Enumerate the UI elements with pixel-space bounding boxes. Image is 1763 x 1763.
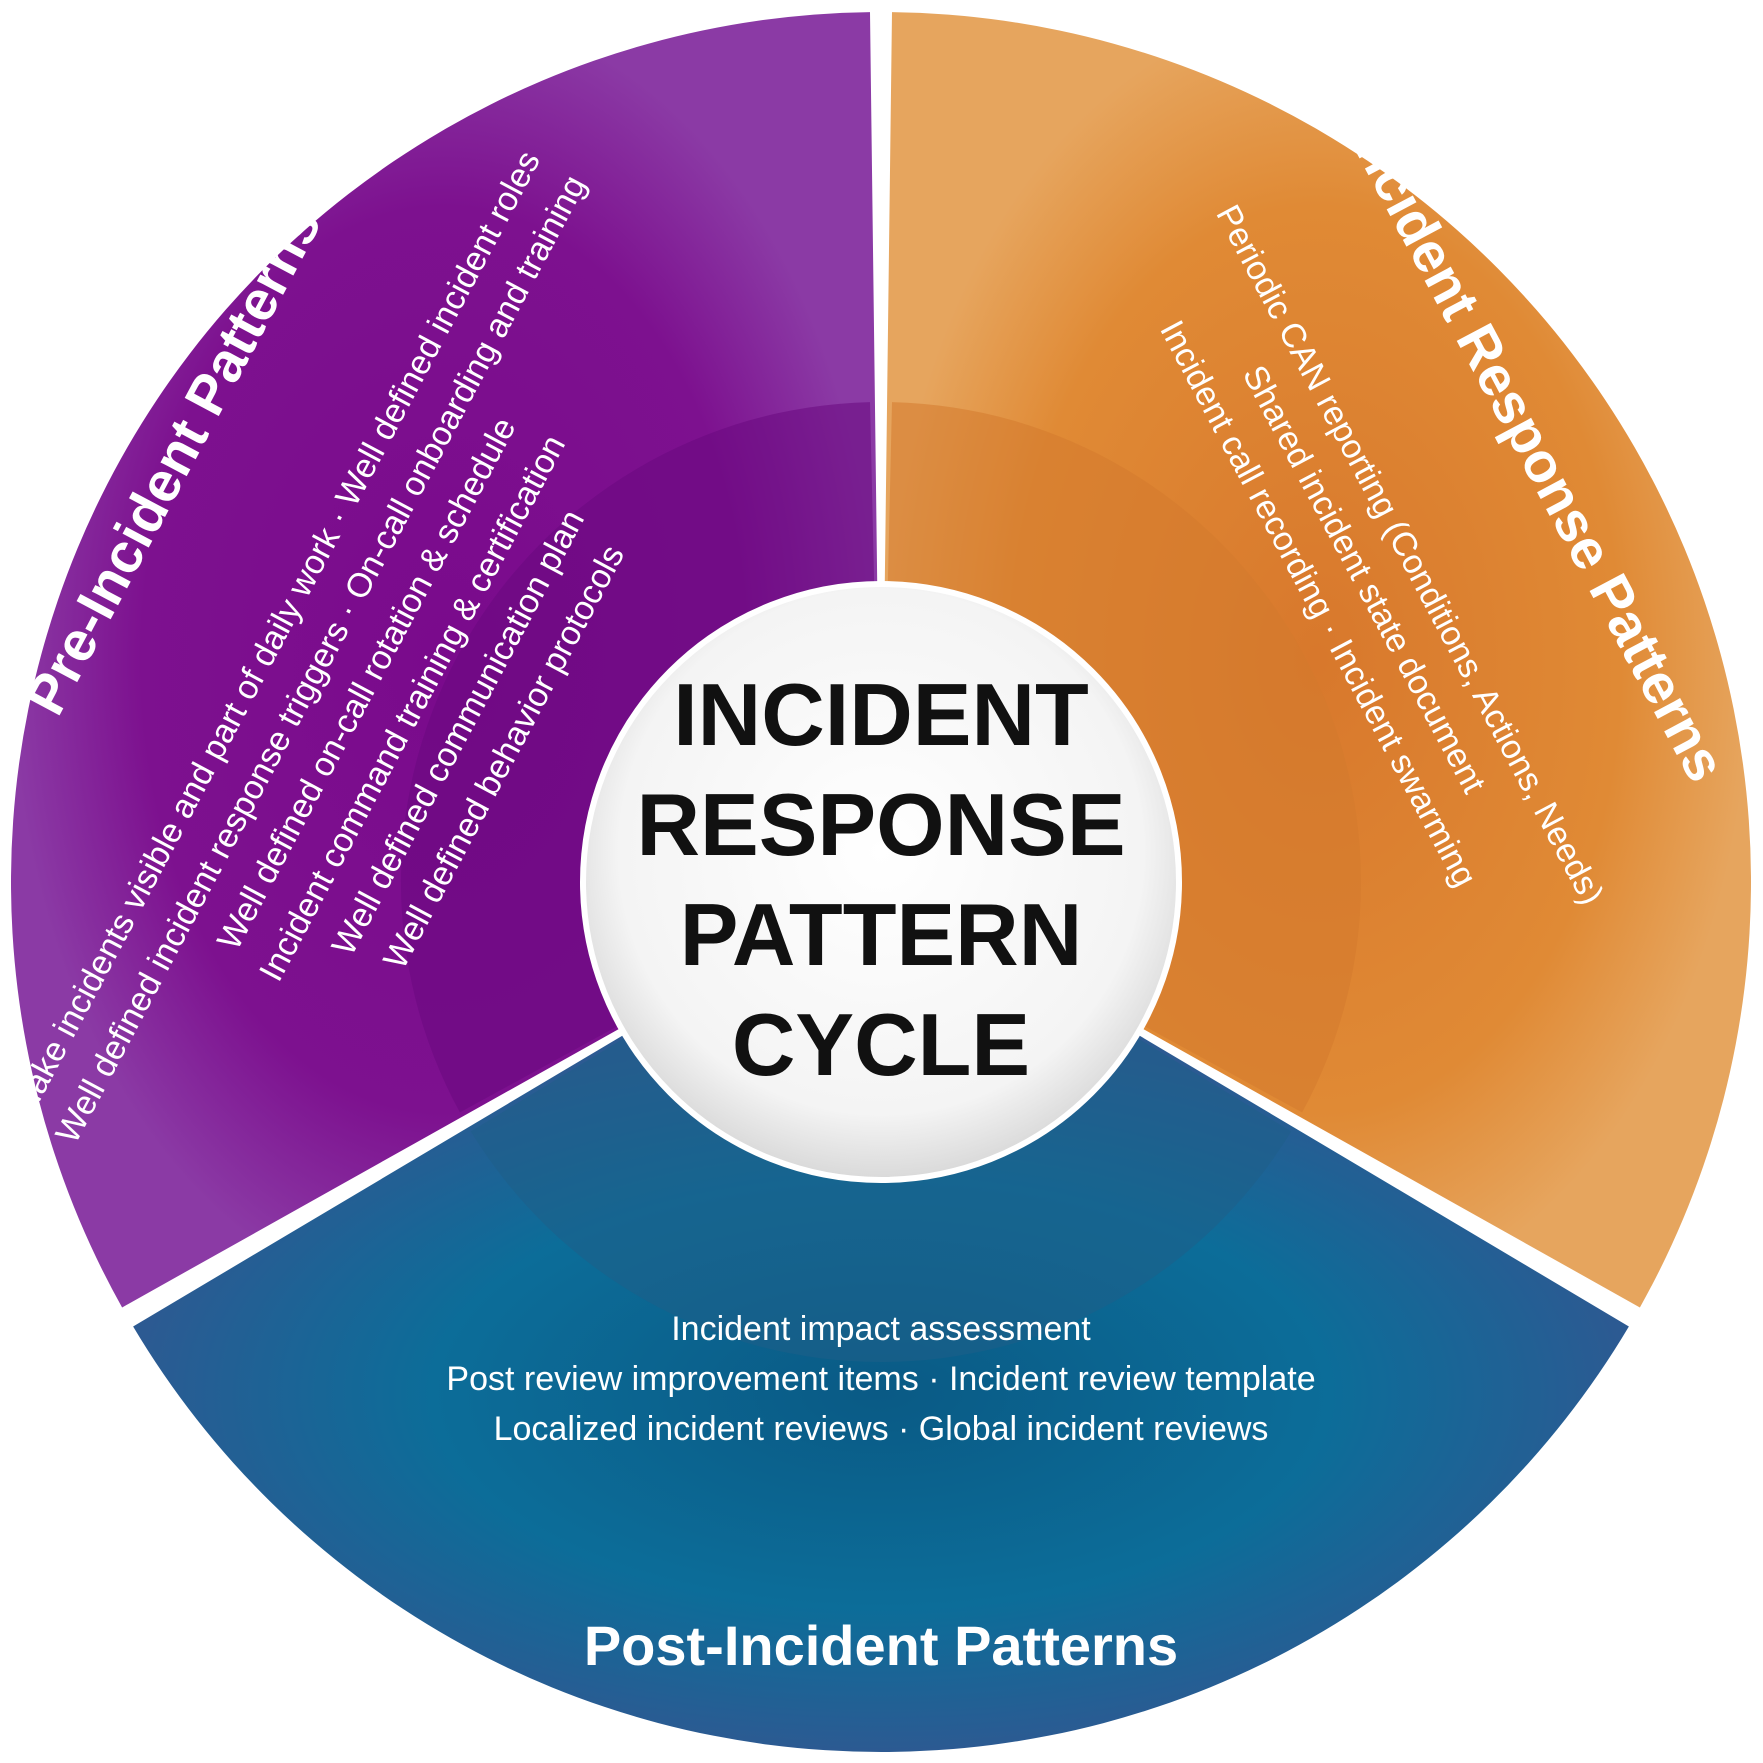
pre-incident-inner-ring xyxy=(401,402,875,1113)
center-title-line-1: INCIDENT xyxy=(673,665,1089,764)
post-incident-labels: Post-Incident Patterns Incident impact as… xyxy=(446,1310,1315,1677)
pre-incident-segment xyxy=(10,12,878,1308)
post-incident-title: Post-Incident Patterns xyxy=(584,1614,1178,1677)
center-title: INCIDENT RESPONSE PATTERN CYCLE xyxy=(636,665,1125,1094)
center-title-line-3: PATTERN xyxy=(680,885,1083,984)
post-incident-segment xyxy=(133,1035,1629,1753)
post-incident-item-line: Post review improvement items · Incident… xyxy=(446,1360,1315,1398)
post-incident-item-line: Localized incident reviews · Global inci… xyxy=(494,1410,1269,1448)
center-title-line-2: RESPONSE xyxy=(636,775,1125,874)
center-disc xyxy=(580,581,1182,1183)
incident-response-inner-ring xyxy=(887,402,1361,1113)
center-title-line-4: CYCLE xyxy=(732,995,1030,1094)
post-incident-inner-ring xyxy=(470,1037,1292,1362)
post-incident-item-line: Incident impact assessment xyxy=(671,1310,1091,1348)
incident-response-segment xyxy=(884,12,1752,1308)
